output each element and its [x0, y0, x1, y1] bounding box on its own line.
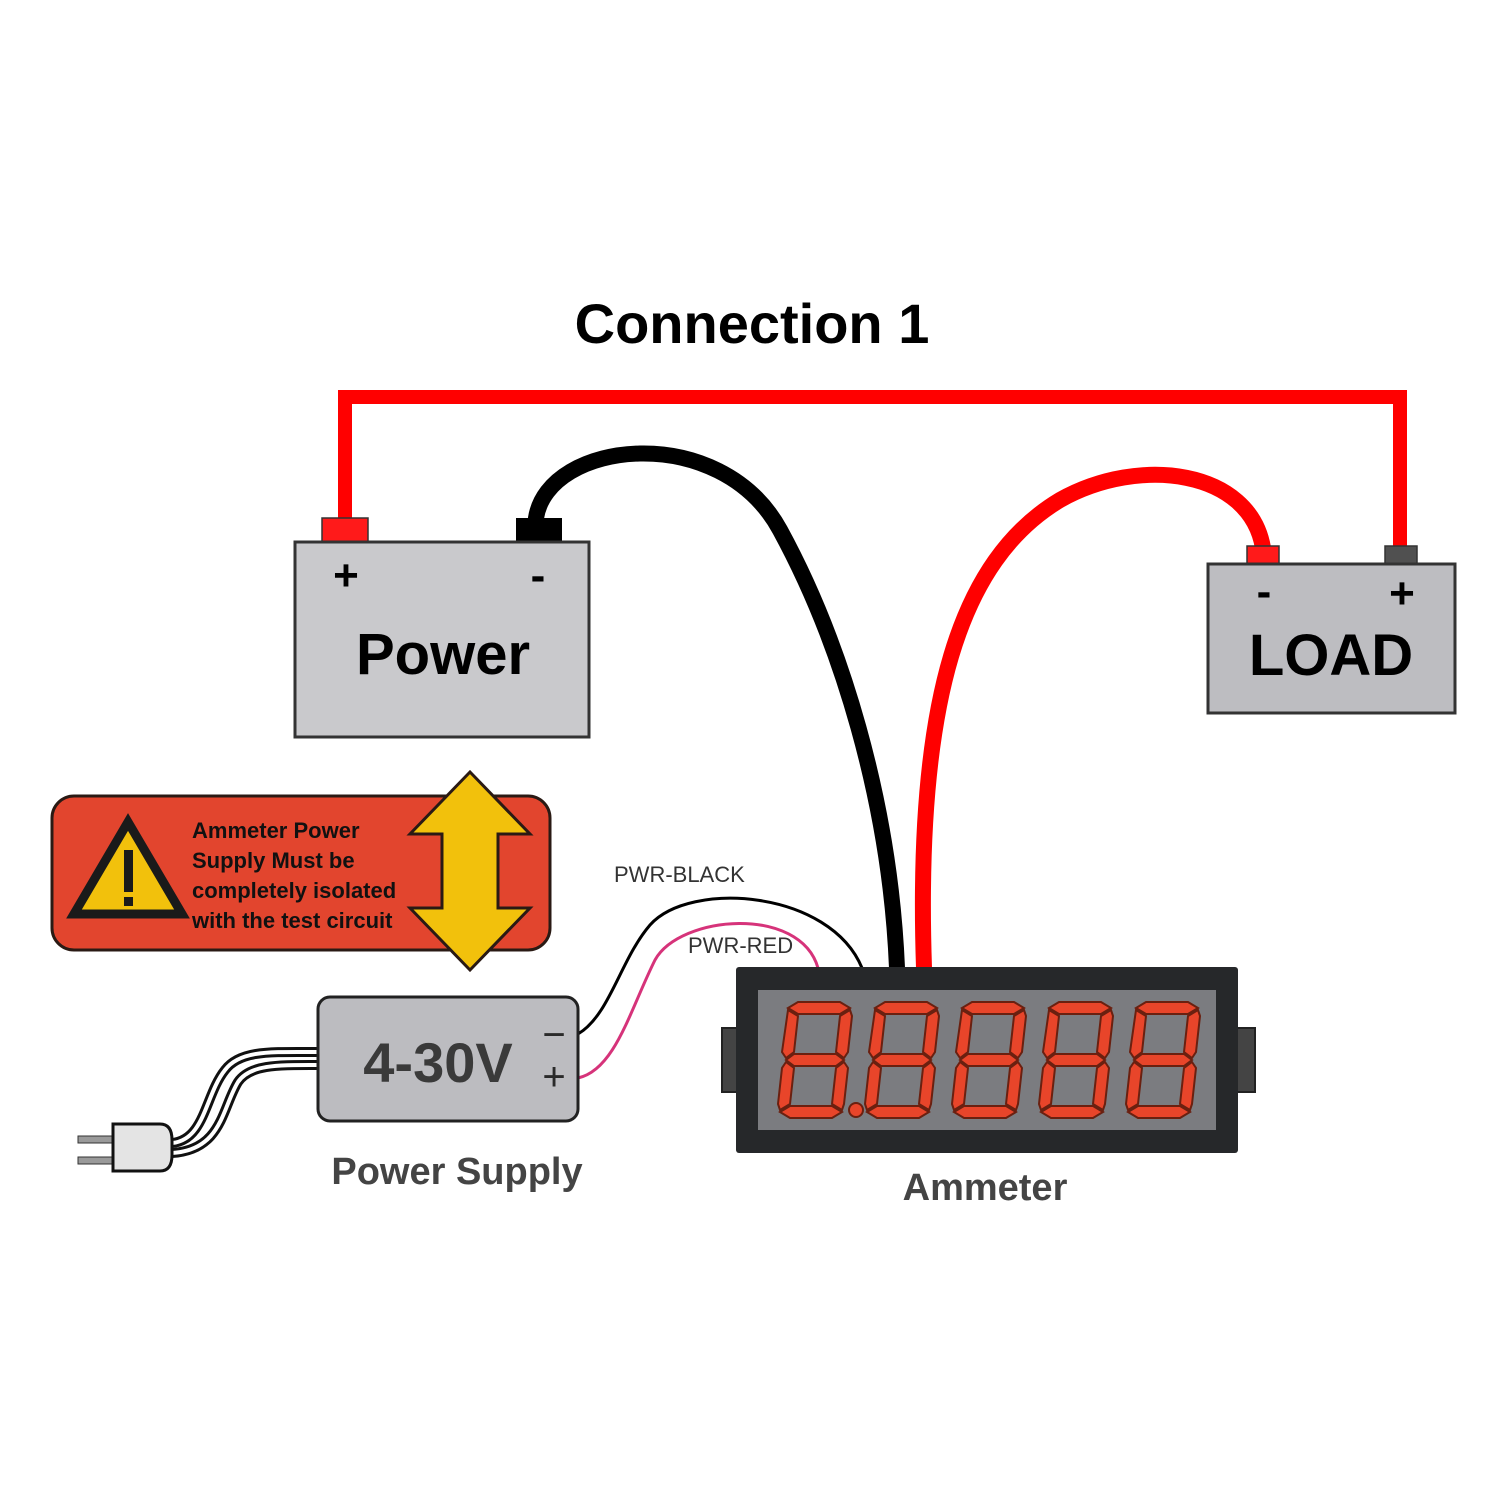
- segment-g: [958, 1053, 1020, 1067]
- seven-segment-digit: [1037, 1001, 1115, 1119]
- segment-g: [871, 1053, 933, 1067]
- power-supply-body: [316, 995, 580, 1123]
- segment-b: [1095, 1008, 1115, 1060]
- load-label: LOAD: [1249, 623, 1413, 688]
- warning-line-4: with the test circuit: [191, 908, 393, 933]
- power-source-box: + - Power: [293, 517, 591, 739]
- segment-f: [1128, 1008, 1148, 1060]
- warning-banner: Ammeter Power Supply Must be completely …: [50, 769, 552, 973]
- segment-d: [865, 1105, 931, 1119]
- segment-f: [867, 1008, 887, 1060]
- segment-f: [780, 1008, 800, 1060]
- segment-b: [921, 1008, 941, 1060]
- power-positive-terminal: [321, 517, 369, 543]
- pwr-black-wire: [577, 896, 864, 1036]
- ammeter: Ammeter: [721, 967, 1256, 1209]
- seven-segment-digit: [863, 1001, 941, 1119]
- pwr-red-label: PWR-RED: [688, 933, 793, 958]
- power-positive-sign: +: [333, 551, 359, 600]
- segment-e: [1124, 1060, 1144, 1112]
- segment-a: [786, 1001, 852, 1015]
- power-body: [293, 540, 591, 739]
- load-positive-sign: +: [1389, 569, 1415, 618]
- seven-segment-digit: [776, 1001, 854, 1119]
- seven-segment-digit: [1124, 1001, 1202, 1119]
- segment-e: [1037, 1060, 1057, 1112]
- segment-g: [1132, 1053, 1194, 1067]
- segment-a: [960, 1001, 1026, 1015]
- seven-segment-digit: [950, 1001, 1028, 1119]
- load-negative-sign: -: [1257, 567, 1272, 616]
- power-supply: 4-30V − + Power Supply: [77, 995, 583, 1193]
- segment-c: [830, 1060, 850, 1112]
- ammeter-caption: Ammeter: [903, 1167, 1068, 1209]
- segment-b: [1008, 1008, 1028, 1060]
- segment-g: [784, 1053, 846, 1067]
- warning-line-2: Supply Must be: [192, 848, 355, 873]
- segment-d: [778, 1105, 844, 1119]
- segment-c: [1178, 1060, 1198, 1112]
- load-box: - + LOAD: [1206, 545, 1457, 715]
- pwr-black-label: PWR-BLACK: [614, 862, 745, 887]
- diagram-title: Connection 1: [575, 292, 930, 355]
- segment-a: [1047, 1001, 1113, 1015]
- segment-e: [950, 1060, 970, 1112]
- ammeter-digits: [776, 1001, 1202, 1119]
- power-supply-caption: Power Supply: [331, 1151, 582, 1193]
- load-negative-terminal: [1246, 545, 1280, 565]
- ammeter-right-clip: [1236, 1027, 1256, 1093]
- power-supply-plus-sign: +: [542, 1055, 565, 1099]
- segment-c: [1091, 1060, 1111, 1112]
- decimal-point: [848, 1102, 864, 1118]
- segment-g: [1045, 1053, 1107, 1067]
- segment-b: [834, 1008, 854, 1060]
- warning-line-1: Ammeter Power: [192, 818, 360, 843]
- segment-c: [917, 1060, 937, 1112]
- segment-e: [776, 1060, 796, 1112]
- black-wire-power-to-ammeter: [528, 445, 905, 976]
- segment-a: [1134, 1001, 1200, 1015]
- segment-a: [873, 1001, 939, 1015]
- power-supply-voltage: 4-30V: [363, 1031, 512, 1094]
- segment-b: [1182, 1008, 1202, 1060]
- load-positive-terminal: [1384, 545, 1418, 565]
- segment-d: [1039, 1105, 1105, 1119]
- red-wire-power-to-load: [338, 390, 1407, 550]
- power-label: Power: [356, 622, 530, 687]
- power-negative-terminal: [516, 518, 562, 542]
- double-arrow-vertical-icon: [406, 769, 534, 973]
- power-supply-minus-sign: −: [542, 1013, 565, 1057]
- warning-text: Ammeter Power Supply Must be completely …: [191, 818, 402, 933]
- red-wire-ammeter-to-load: [914, 466, 1271, 976]
- warning-triangle-icon: [66, 813, 190, 919]
- segment-e: [863, 1060, 883, 1112]
- segment-f: [954, 1008, 974, 1060]
- segment-d: [1126, 1105, 1192, 1119]
- power-negative-sign: -: [531, 551, 546, 600]
- load-body: [1206, 562, 1457, 715]
- pwr-red-wire: [577, 922, 820, 1080]
- segment-d: [952, 1105, 1018, 1119]
- segment-f: [1041, 1008, 1061, 1060]
- plug-icon: [77, 1122, 174, 1173]
- warning-line-3: completely isolated: [192, 878, 396, 903]
- segment-c: [1004, 1060, 1024, 1112]
